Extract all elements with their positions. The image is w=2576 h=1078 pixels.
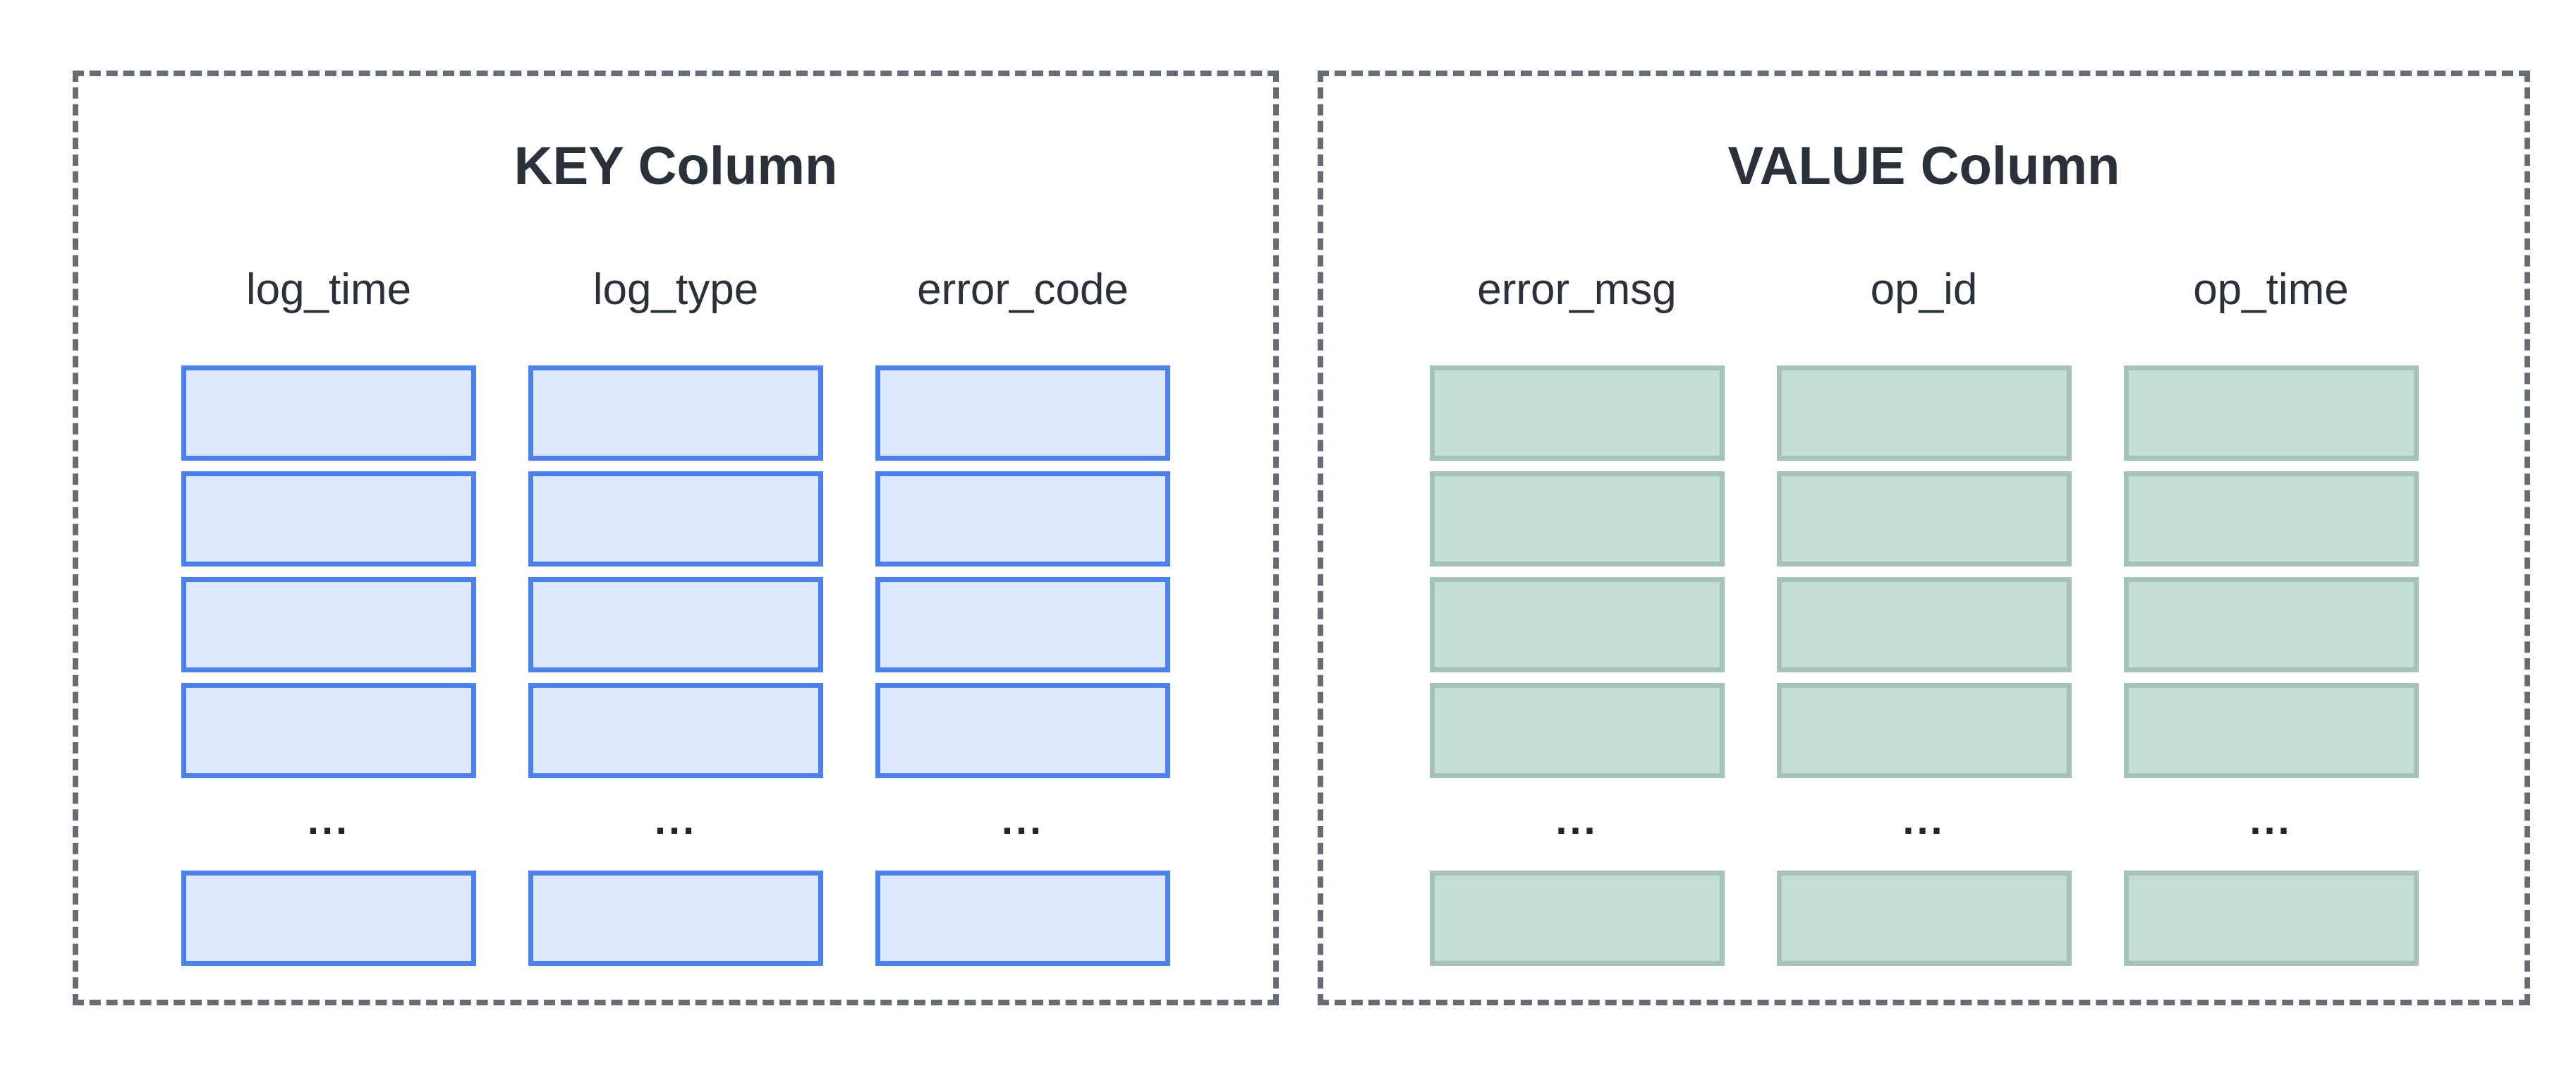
column-header-log-time: log_time xyxy=(245,265,412,315)
value-panel-title: VALUE Column xyxy=(1727,136,2120,196)
key-cell xyxy=(875,365,1170,461)
key-cell xyxy=(875,577,1170,673)
key-cell xyxy=(875,471,1170,567)
column-header-op-time: op_time xyxy=(2193,265,2349,315)
value-cell xyxy=(1429,577,1725,673)
ellipsis-text: ... xyxy=(307,797,351,843)
value-cell xyxy=(1429,365,1725,461)
ellipsis-text: ... xyxy=(1001,797,1045,843)
value-cell xyxy=(1776,365,2072,461)
column-header-error-code: error_code xyxy=(917,265,1129,315)
value-cell xyxy=(1776,471,2072,567)
key-cell xyxy=(181,683,476,779)
value-cell xyxy=(1429,683,1725,779)
value-cell xyxy=(1429,871,1725,967)
value-cell xyxy=(1776,577,2072,673)
value-cell xyxy=(2123,471,2419,567)
key-col-log-time: log_time ... xyxy=(181,262,476,967)
ellipsis-log-time: ... xyxy=(181,789,476,871)
value-col-error-msg: error_msg ... xyxy=(1429,262,1725,967)
value-cell xyxy=(1776,871,2072,967)
key-cell xyxy=(875,683,1170,779)
key-cell xyxy=(528,471,823,567)
ellipsis-text: ... xyxy=(2249,797,2292,843)
ellipsis-error-code: ... xyxy=(875,789,1170,871)
value-col-op-id: op_id ... xyxy=(1776,262,2072,967)
value-cell xyxy=(1776,683,2072,779)
key-cell xyxy=(528,871,823,967)
value-cell xyxy=(1429,471,1725,567)
key-columns-row: log_time ... log_type ... xyxy=(181,262,1170,967)
key-cell xyxy=(875,871,1170,967)
value-cell xyxy=(2123,871,2419,967)
ellipsis-op-time: ... xyxy=(2124,789,2419,871)
column-header-op-id: op_id xyxy=(1870,265,1978,315)
ellipsis-text: ... xyxy=(1555,797,1598,843)
value-cell xyxy=(2123,577,2419,673)
value-col-op-time: op_time ... xyxy=(2123,262,2419,967)
ellipsis-error-msg: ... xyxy=(1430,789,1725,871)
value-cell xyxy=(2123,683,2419,779)
key-cell xyxy=(181,471,476,567)
key-cell xyxy=(528,365,823,461)
value-column-panel: VALUE Column error_msg ... op_id xyxy=(1318,71,2530,1005)
ellipsis-op-id: ... xyxy=(1777,789,2072,871)
ellipsis-text: ... xyxy=(1902,797,1945,843)
key-cell xyxy=(181,365,476,461)
key-column-panel: KEY Column log_time ... log_type xyxy=(73,71,1279,1005)
key-cell xyxy=(528,577,823,673)
key-panel-title: KEY Column xyxy=(514,136,838,196)
key-col-error-code: error_code ... xyxy=(875,262,1170,967)
column-header-error-msg: error_msg xyxy=(1477,265,1677,315)
key-cell xyxy=(528,683,823,779)
ellipsis-log-type: ... xyxy=(528,789,823,871)
ellipsis-text: ... xyxy=(654,797,698,843)
value-columns-row: error_msg ... op_id ... xyxy=(1429,262,2419,967)
key-col-log-type: log_type ... xyxy=(528,262,823,967)
key-cell xyxy=(181,871,476,967)
value-cell xyxy=(2123,365,2419,461)
column-header-log-type: log_type xyxy=(593,265,759,315)
key-cell xyxy=(181,577,476,673)
